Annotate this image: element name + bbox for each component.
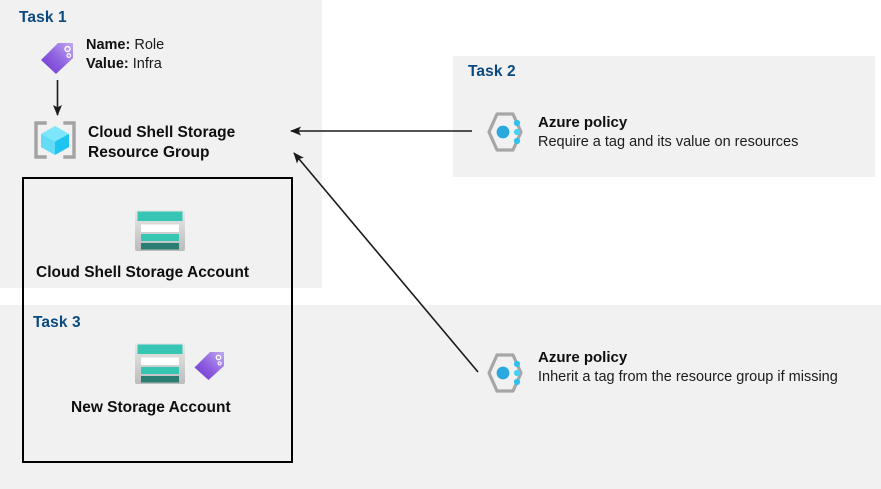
tag-icon: [38, 38, 78, 76]
policy-name: Azure policy: [538, 114, 628, 131]
policy-description: Require a tag and its value on resources: [538, 133, 799, 150]
tag-name-key: Name:: [86, 37, 131, 53]
azure-policy-icon: [481, 351, 529, 395]
policy-description: Inherit a tag from the resource group if…: [538, 368, 838, 385]
azure-policy-require-tag-text: Azure policy Require a tag and its value…: [538, 113, 878, 152]
azure-policy-icon: [481, 110, 529, 154]
task2-panel-background: [453, 56, 875, 177]
new-storage-account-title: New Storage Account: [71, 399, 231, 416]
resource-group-icon: [31, 116, 79, 164]
task3-label: Task 3: [33, 314, 81, 331]
tag-name-row: Name: Role: [86, 36, 164, 55]
tag-icon: [192, 348, 228, 382]
cloud-shell-storage-account-title: Cloud Shell Storage Account: [36, 264, 249, 281]
task2-label: Task 2: [468, 63, 516, 80]
azure-policy-inherit-tag-text: Azure policy Inherit a tag from the reso…: [538, 348, 858, 387]
tag-value-row: Value: Infra: [86, 55, 164, 74]
storage-account-icon: [134, 207, 186, 254]
storage-account-icon: [134, 340, 186, 387]
tag-key-value-text: Name: Role Value: Infra: [86, 36, 164, 75]
resource-group-container-box: [22, 177, 293, 463]
resource-group-title: Cloud Shell Storage Resource Group: [88, 124, 236, 161]
tag-name-value: Role: [134, 37, 165, 53]
tag-value-value: Infra: [132, 56, 162, 73]
tag-value-key: Value:: [86, 56, 129, 73]
policy-name: Azure policy: [538, 349, 628, 366]
task1-label: Task 1: [19, 9, 67, 26]
